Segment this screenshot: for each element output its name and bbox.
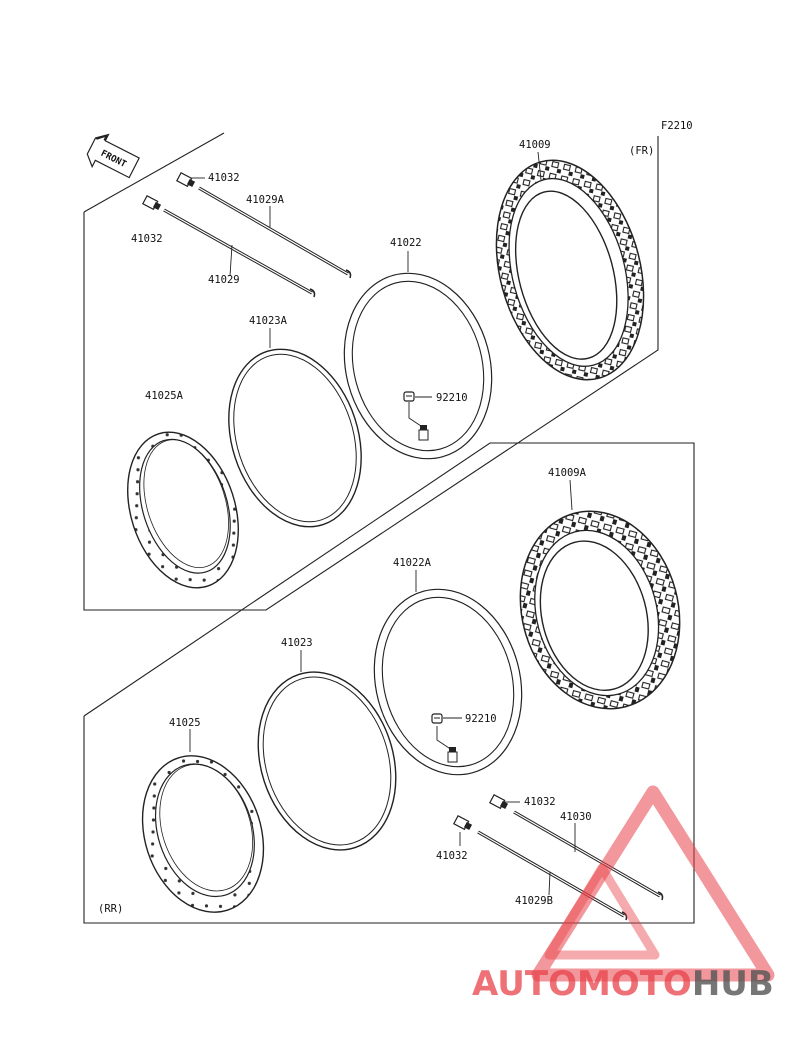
label-front-nipple-left: 41032 <box>131 233 163 245</box>
front-spoke-short <box>163 208 316 298</box>
rear-leader-lines <box>189 479 576 896</box>
label-rear-nipple-top: 41032 <box>524 796 556 808</box>
watermark-text-automoto: AUTOMOTO <box>472 964 692 1004</box>
rear-spoke-long <box>513 810 664 901</box>
label-rear-tube: 41022A <box>393 557 432 569</box>
label-front-tube: 41022 <box>390 237 422 249</box>
label-front-rim: 41025A <box>145 390 184 402</box>
rear-section-label: (RR) <box>98 903 123 915</box>
label-front-nipple-top: 41032 <box>208 172 240 184</box>
figure-code: F2210 <box>661 120 693 132</box>
front-nipple-left <box>142 194 162 211</box>
front-nipple-top <box>176 171 196 188</box>
front-rim-band <box>228 348 362 528</box>
label-rear-nipple-left: 41032 <box>436 850 468 862</box>
label-rear-rim-band: 41023 <box>281 637 313 649</box>
label-rear-spoke-long: 41030 <box>560 811 592 823</box>
front-section-frame <box>83 132 659 611</box>
watermark-text: AUTOMOTOHUB <box>472 964 774 1004</box>
front-leader-lines <box>191 151 542 398</box>
label-rear-rim: 41025 <box>169 717 201 729</box>
label-rear-tire: 41009A <box>548 467 587 479</box>
rear-nipple-top <box>489 793 509 810</box>
rear-section-frame <box>83 442 695 924</box>
label-front-valve-nut: 92210 <box>436 392 468 404</box>
label-rear-spoke-short: 41029B <box>515 895 553 907</box>
watermark-triangle-icon <box>531 785 775 982</box>
label-front-spoke-long: 41029A <box>246 194 285 206</box>
rear-rim-band <box>257 671 397 851</box>
rear-spoke-short <box>477 830 628 921</box>
front-spoke-long <box>198 186 352 279</box>
watermark-logo: AUTOMOTOHUB <box>472 785 775 1004</box>
label-rear-valve-nut: 92210 <box>465 713 497 725</box>
rear-valve <box>436 726 458 763</box>
front-direction-arrow: FRONT <box>86 133 140 179</box>
rear-tire <box>519 510 681 710</box>
rear-rim <box>141 755 265 913</box>
label-front-spoke-short: 41029 <box>208 274 240 286</box>
front-valve-nut <box>403 391 415 402</box>
rear-valve-nut <box>431 713 443 724</box>
front-section-label: (FR) <box>629 145 654 157</box>
watermark-text-hub: HUB <box>692 964 774 1004</box>
front-valve <box>408 402 429 441</box>
label-front-rim-band: 41023A <box>249 315 288 327</box>
front-tube <box>343 272 493 460</box>
label-front-tire: 41009 <box>519 139 551 151</box>
front-rim <box>127 431 239 589</box>
rear-tube <box>373 588 523 776</box>
front-tire <box>495 159 645 381</box>
rear-nipple-left <box>453 814 473 831</box>
